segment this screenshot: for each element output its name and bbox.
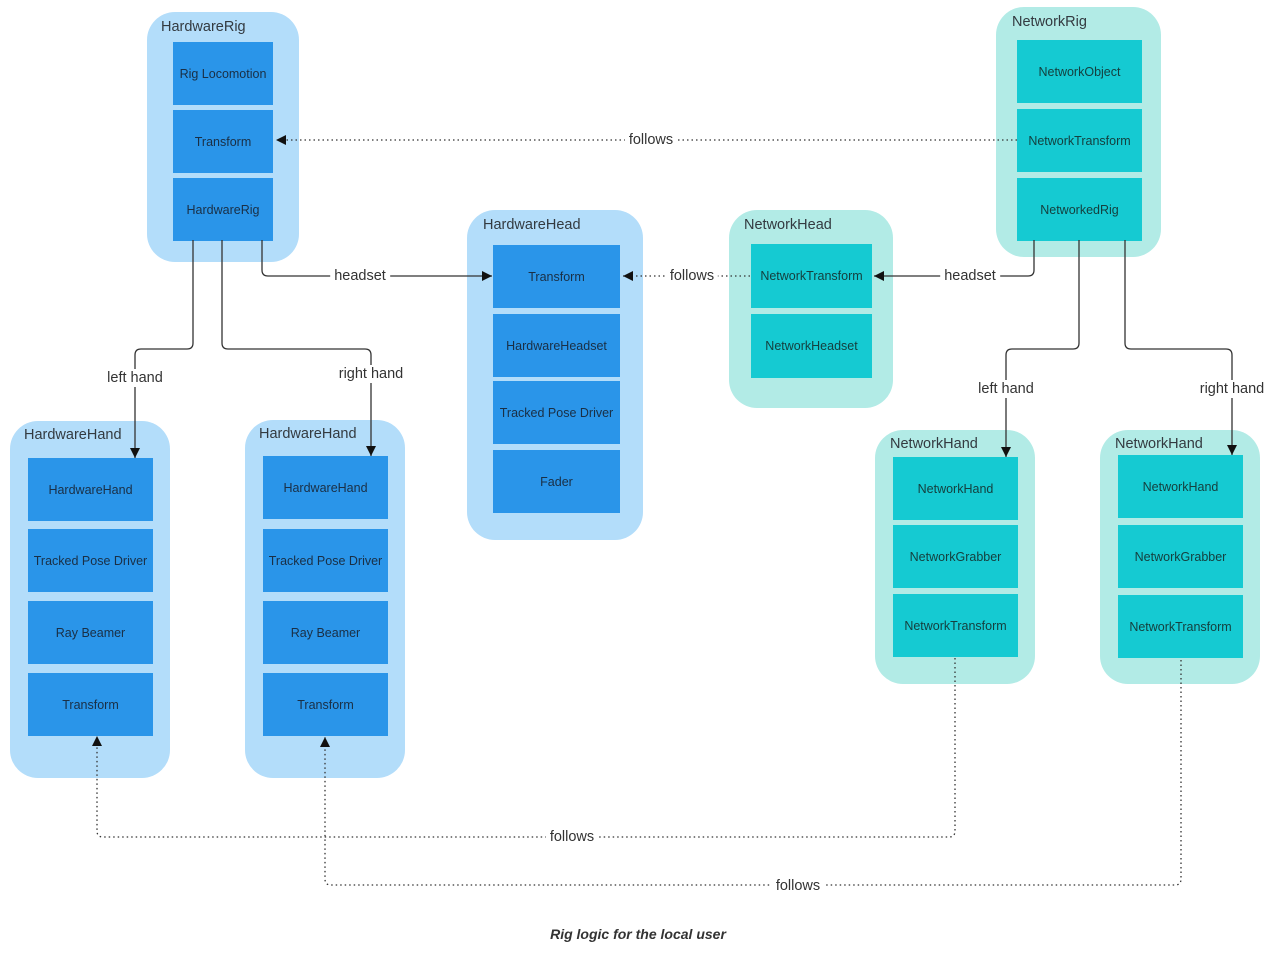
edge-hw-right-hand — [221, 240, 376, 456]
component-networked-rig[interactable]: NetworkedRig — [1017, 178, 1142, 241]
hardware-head-group: HardwareHead Transform HardwareHeadset T… — [467, 210, 643, 540]
edge-label-left-hand-follows: follows — [545, 828, 599, 846]
hardware-rig-group: HardwareRig Rig Locomotion Transform Har… — [147, 12, 299, 262]
component-tracked-pose-driver[interactable]: Tracked Pose Driver — [263, 529, 388, 592]
hardware-hand-left-group: HardwareHand HardwareHand Tracked Pose D… — [10, 421, 170, 778]
group-title: NetworkHand — [1115, 436, 1203, 452]
component-network-grabber[interactable]: NetworkGrabber — [893, 525, 1018, 588]
edge-label-rig-follows: follows — [624, 131, 678, 149]
edge-label-net-headset: headset — [940, 267, 1000, 285]
component-hardware-headset[interactable]: HardwareHeadset — [493, 314, 620, 377]
component-transform[interactable]: Transform — [173, 110, 273, 173]
component-transform[interactable]: Transform — [28, 673, 153, 736]
network-hand-left-group: NetworkHand NetworkHand NetworkGrabber N… — [875, 430, 1035, 684]
component-fader[interactable]: Fader — [493, 450, 620, 513]
edge-label-head-follows: follows — [665, 267, 719, 285]
group-title: NetworkHand — [890, 436, 978, 452]
network-head-group: NetworkHead NetworkTransform NetworkHead… — [729, 210, 893, 408]
component-hardware-rig[interactable]: HardwareRig — [173, 178, 273, 241]
edge-label-net-left-hand: left hand — [974, 380, 1038, 398]
component-transform[interactable]: Transform — [263, 673, 388, 736]
edge-hw-left-hand — [130, 240, 194, 458]
component-network-hand[interactable]: NetworkHand — [893, 457, 1018, 520]
edge-net-headset — [874, 240, 1035, 281]
edge-right-hand-follows — [320, 660, 1182, 886]
component-transform[interactable]: Transform — [493, 245, 620, 308]
component-rig-locomotion[interactable]: Rig Locomotion — [173, 42, 273, 105]
group-title: HardwareHead — [483, 217, 581, 233]
component-ray-beamer[interactable]: Ray Beamer — [263, 601, 388, 664]
figure-caption: Rig logic for the local user — [550, 926, 726, 942]
network-rig-group: NetworkRig NetworkObject NetworkTransfor… — [996, 7, 1161, 257]
component-network-transform[interactable]: NetworkTransform — [751, 244, 872, 308]
edge-label-net-right-hand: right hand — [1195, 380, 1269, 398]
edge-hw-headset — [261, 240, 492, 281]
component-tracked-pose-driver[interactable]: Tracked Pose Driver — [493, 381, 620, 444]
component-network-transform[interactable]: NetworkTransform — [893, 594, 1018, 657]
component-network-transform[interactable]: NetworkTransform — [1118, 595, 1243, 658]
hardware-hand-right-group: HardwareHand HardwareHand Tracked Pose D… — [245, 420, 405, 778]
edge-label-hw-left-hand: left hand — [103, 369, 167, 387]
network-hand-right-group: NetworkHand NetworkHand NetworkGrabber N… — [1100, 430, 1260, 684]
component-network-grabber[interactable]: NetworkGrabber — [1118, 525, 1243, 588]
component-network-transform[interactable]: NetworkTransform — [1017, 109, 1142, 172]
group-title: HardwareRig — [161, 19, 246, 35]
edge-net-right-hand — [1124, 240, 1237, 455]
group-title: HardwareHand — [24, 427, 122, 443]
component-network-object[interactable]: NetworkObject — [1017, 40, 1142, 103]
group-title: HardwareHand — [259, 426, 357, 442]
edge-net-left-hand — [1001, 240, 1080, 457]
component-network-hand[interactable]: NetworkHand — [1118, 455, 1243, 518]
component-hardware-hand[interactable]: HardwareHand — [263, 456, 388, 519]
edge-label-hw-right-hand: right hand — [334, 365, 408, 383]
group-title: NetworkRig — [1012, 14, 1087, 30]
edge-label-right-hand-follows: follows — [771, 877, 825, 895]
component-ray-beamer[interactable]: Ray Beamer — [28, 601, 153, 664]
component-hardware-hand[interactable]: HardwareHand — [28, 458, 153, 521]
component-network-headset[interactable]: NetworkHeadset — [751, 314, 872, 378]
edge-label-hw-headset: headset — [330, 267, 390, 285]
edge-left-hand-follows — [92, 658, 956, 838]
component-tracked-pose-driver[interactable]: Tracked Pose Driver — [28, 529, 153, 592]
group-title: NetworkHead — [744, 217, 832, 233]
